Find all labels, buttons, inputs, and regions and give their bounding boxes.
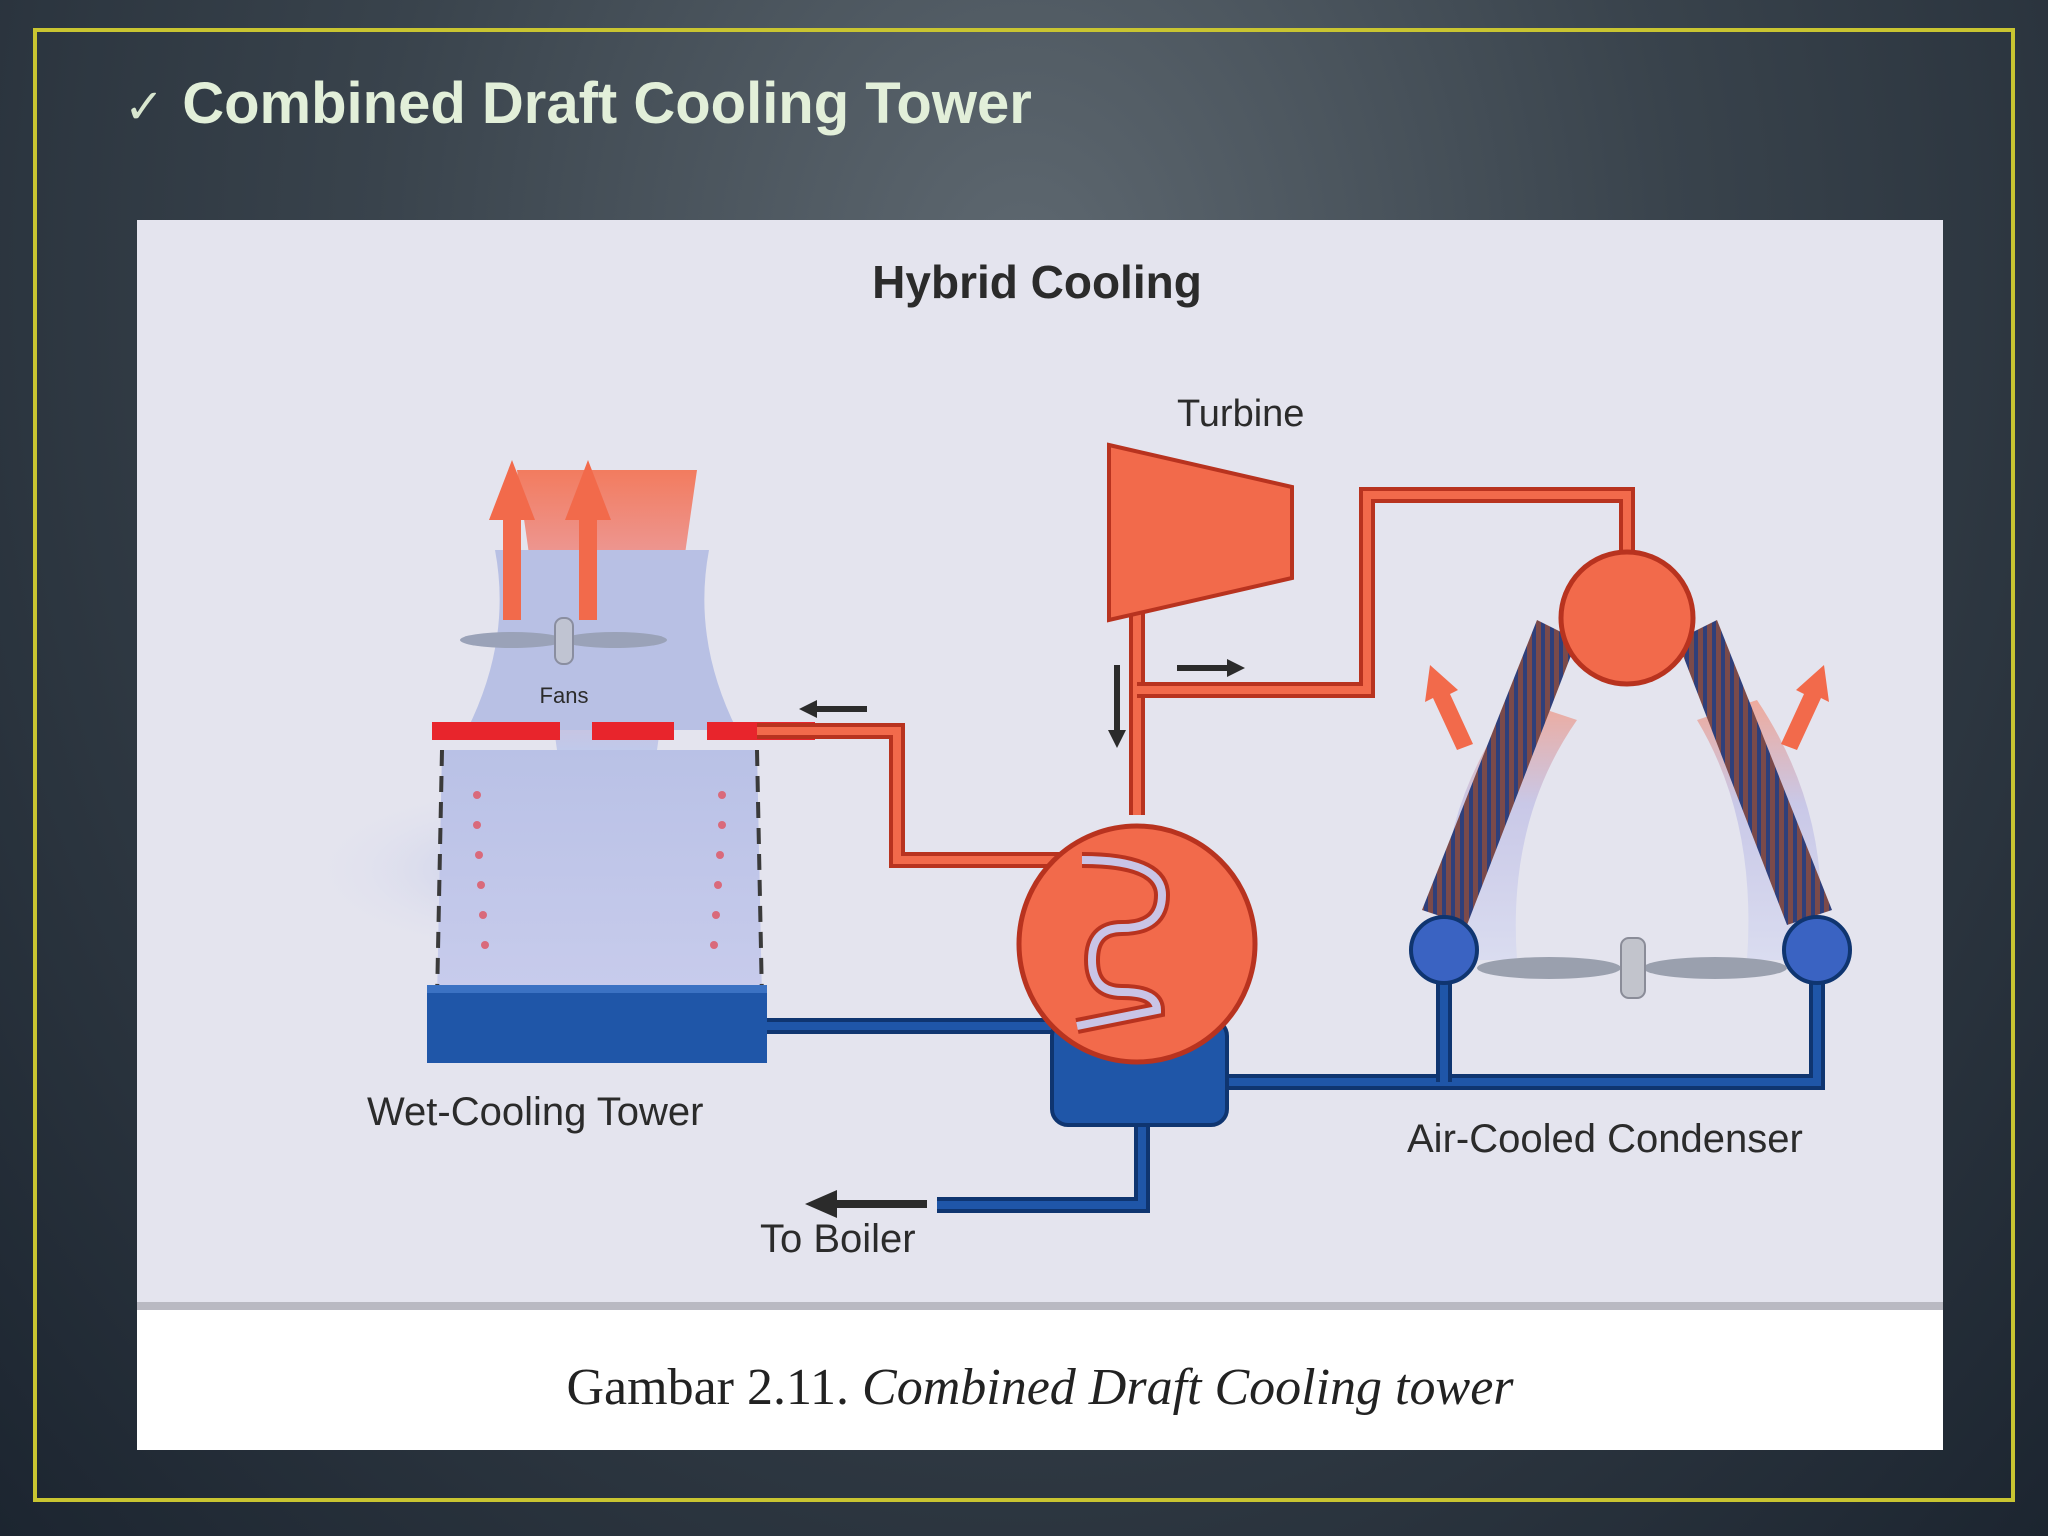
steam-header <box>1558 549 1696 687</box>
slide-frame <box>33 28 2015 1502</box>
caption-prefix: Gambar 2.11. <box>566 1359 863 1416</box>
check-icon: ✓ <box>124 81 165 134</box>
cold-water-basin <box>427 985 767 1063</box>
hot-water-pipe <box>757 723 1082 868</box>
flow-arrows <box>799 659 1245 1218</box>
hot-air-arrows <box>489 460 611 620</box>
figure-panel: Hybrid Cooling <box>137 220 1943 1450</box>
slide-title: ✓ Combined Draft Cooling Tower <box>124 70 1032 137</box>
air-cooled-condenser: Air-Cooled Condenser <box>1407 549 1852 1161</box>
wet-cooling-tower: Fans Wet-Cooling Tower <box>297 460 815 1134</box>
wet-cooling-tower-label: Wet-Cooling Tower <box>367 1090 703 1134</box>
condenser <box>1016 823 1258 1127</box>
hot-water-deck <box>432 722 560 740</box>
acc-fan-icon <box>1477 937 1787 999</box>
caption-text: Combined Draft Cooling tower <box>862 1359 1514 1416</box>
to-boiler-label: To Boiler <box>760 1217 916 1261</box>
steam-pipe <box>1129 487 1635 815</box>
hybrid-cooling-diagram: Hybrid Cooling <box>137 220 1943 1310</box>
fans-label: Fans <box>540 683 589 708</box>
fan-icon <box>460 617 667 665</box>
slide-title-text: Combined Draft Cooling Tower <box>182 71 1032 136</box>
diagram-bottom-shadow <box>137 1302 1943 1310</box>
turbine-label: Turbine <box>1177 393 1304 435</box>
turbine: Turbine <box>1107 393 1304 623</box>
diagram-heading: Hybrid Cooling <box>872 256 1202 308</box>
figure-caption: Gambar 2.11. Combined Draft Cooling towe… <box>137 1358 1943 1417</box>
air-cooled-condenser-label: Air-Cooled Condenser <box>1407 1117 1803 1161</box>
diagram-background <box>137 220 1943 1302</box>
